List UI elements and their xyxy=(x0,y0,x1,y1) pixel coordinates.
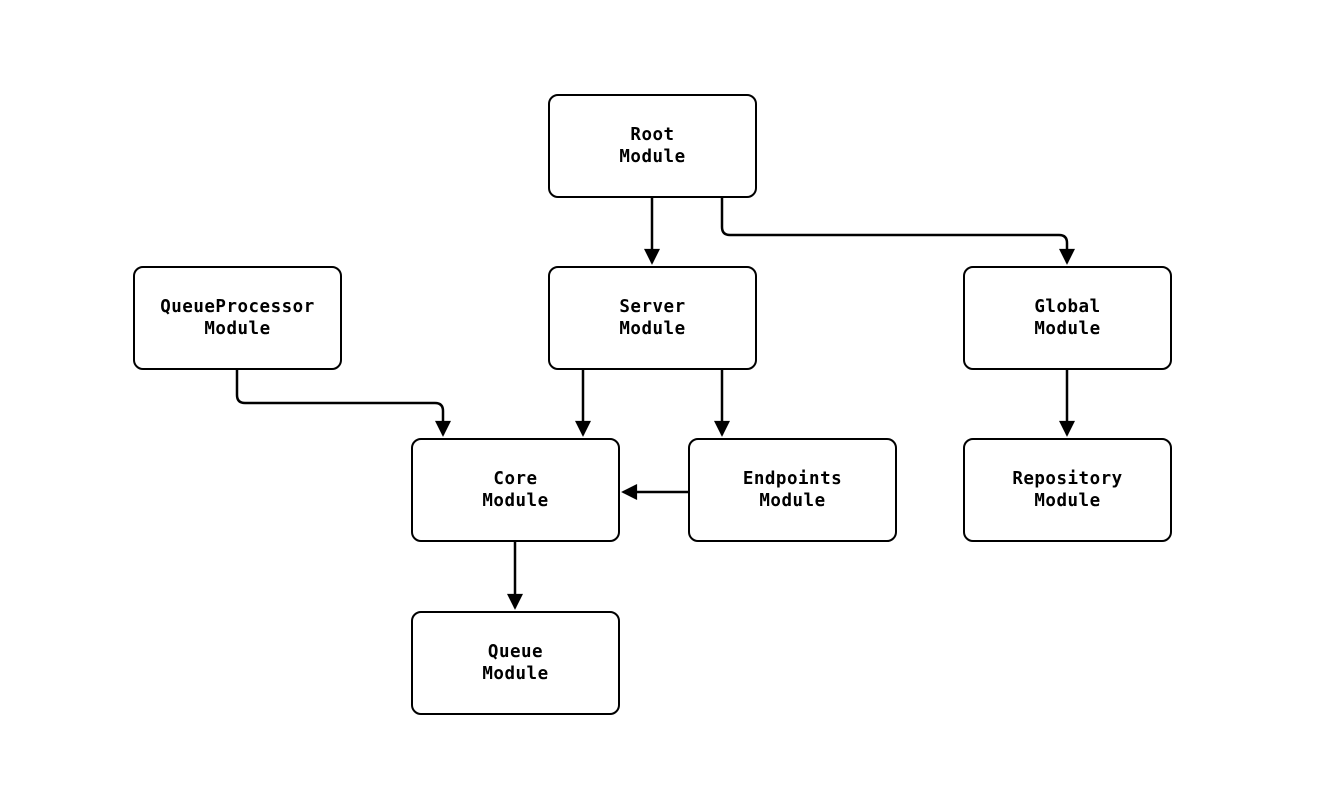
edge-root-to-global xyxy=(720,198,1075,265)
node-repository-label-line1: Repository xyxy=(1012,469,1123,489)
node-core-module: Core Module xyxy=(411,438,620,542)
node-queueprocessor-label-line1: QueueProcessor xyxy=(160,297,315,317)
node-repository-module: Repository Module xyxy=(963,438,1172,542)
node-root-label-line2: Module xyxy=(619,147,686,167)
node-root-label-line1: Root xyxy=(630,125,675,145)
node-queueprocessor-label-line2: Module xyxy=(204,319,271,339)
node-endpoints-module: Endpoints Module xyxy=(688,438,897,542)
node-global-module: Global Module xyxy=(963,266,1172,370)
node-server-label-line1: Server xyxy=(619,297,686,317)
node-endpoints-label-line2: Module xyxy=(759,491,826,511)
node-queue-label-line1: Queue xyxy=(487,642,544,662)
node-queue-label-line2: Module xyxy=(482,664,549,684)
node-queueprocessor-module: QueueProcessor Module xyxy=(133,266,342,370)
node-repository-label-line2: Module xyxy=(1034,491,1101,511)
node-core-label-line1: Core xyxy=(493,469,538,489)
node-server-label-line2: Module xyxy=(619,319,686,339)
node-core-label-line2: Module xyxy=(482,491,549,511)
node-global-label-line2: Module xyxy=(1034,319,1101,339)
node-server-module: Server Module xyxy=(548,266,757,370)
edge-queueprocessor-to-core xyxy=(235,370,451,437)
node-queue-module: Queue Module xyxy=(411,611,620,715)
node-endpoints-label-line1: Endpoints xyxy=(742,469,843,489)
node-global-label-line1: Global xyxy=(1034,297,1101,317)
node-root-module: Root Module xyxy=(548,94,757,198)
